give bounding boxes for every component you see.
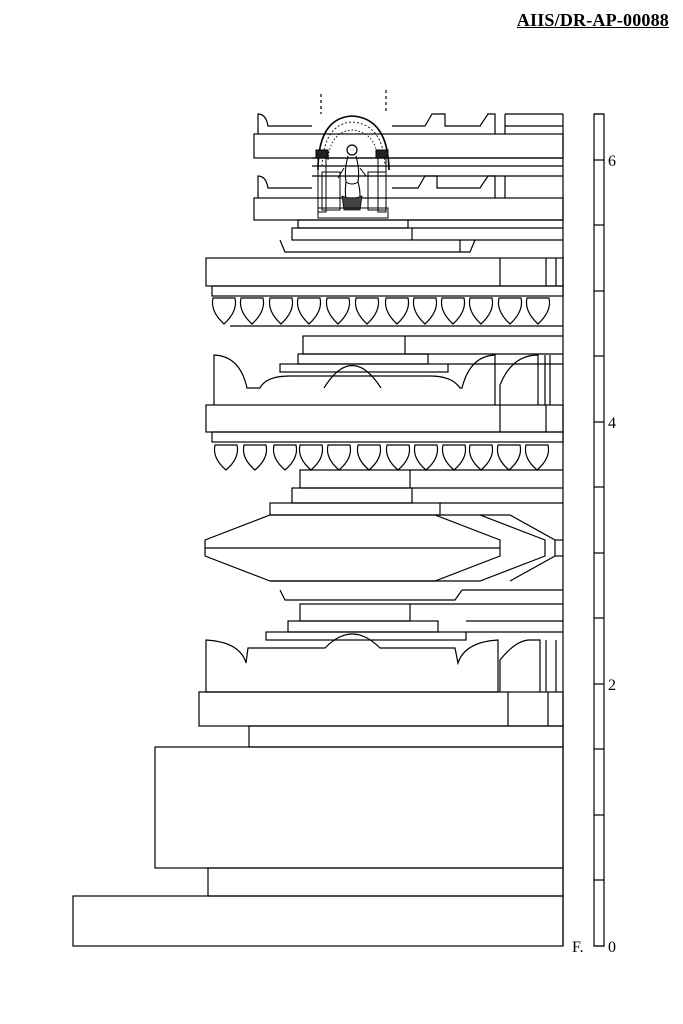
petal-row-lower [213,444,550,471]
petal-row-upper [211,297,563,327]
shikhara-upper-tier [253,113,564,221]
scale-label-6: 6 [608,153,616,170]
griva-steps [279,219,563,253]
drawing-reference-number: AIIS/DR-AP-00088 [516,10,669,30]
lower-parapet-with-arches [205,589,563,693]
base-plinth [72,691,564,947]
floor-label: F. [572,939,584,956]
upper-parapet-with-arches [213,335,563,405]
elevation-outline [72,90,564,947]
middle-tier-petals [205,404,564,443]
niche-sculpture [315,115,390,219]
top-cornice [205,257,564,297]
scale-label-4: 4 [608,415,616,432]
scale-label-0: 0 [608,939,616,956]
scale-label-2: 2 [608,677,616,694]
octagonal-storey [204,469,563,582]
scale-bar [593,113,605,947]
scale-labels: 0 2 4 6 F. [572,153,616,956]
